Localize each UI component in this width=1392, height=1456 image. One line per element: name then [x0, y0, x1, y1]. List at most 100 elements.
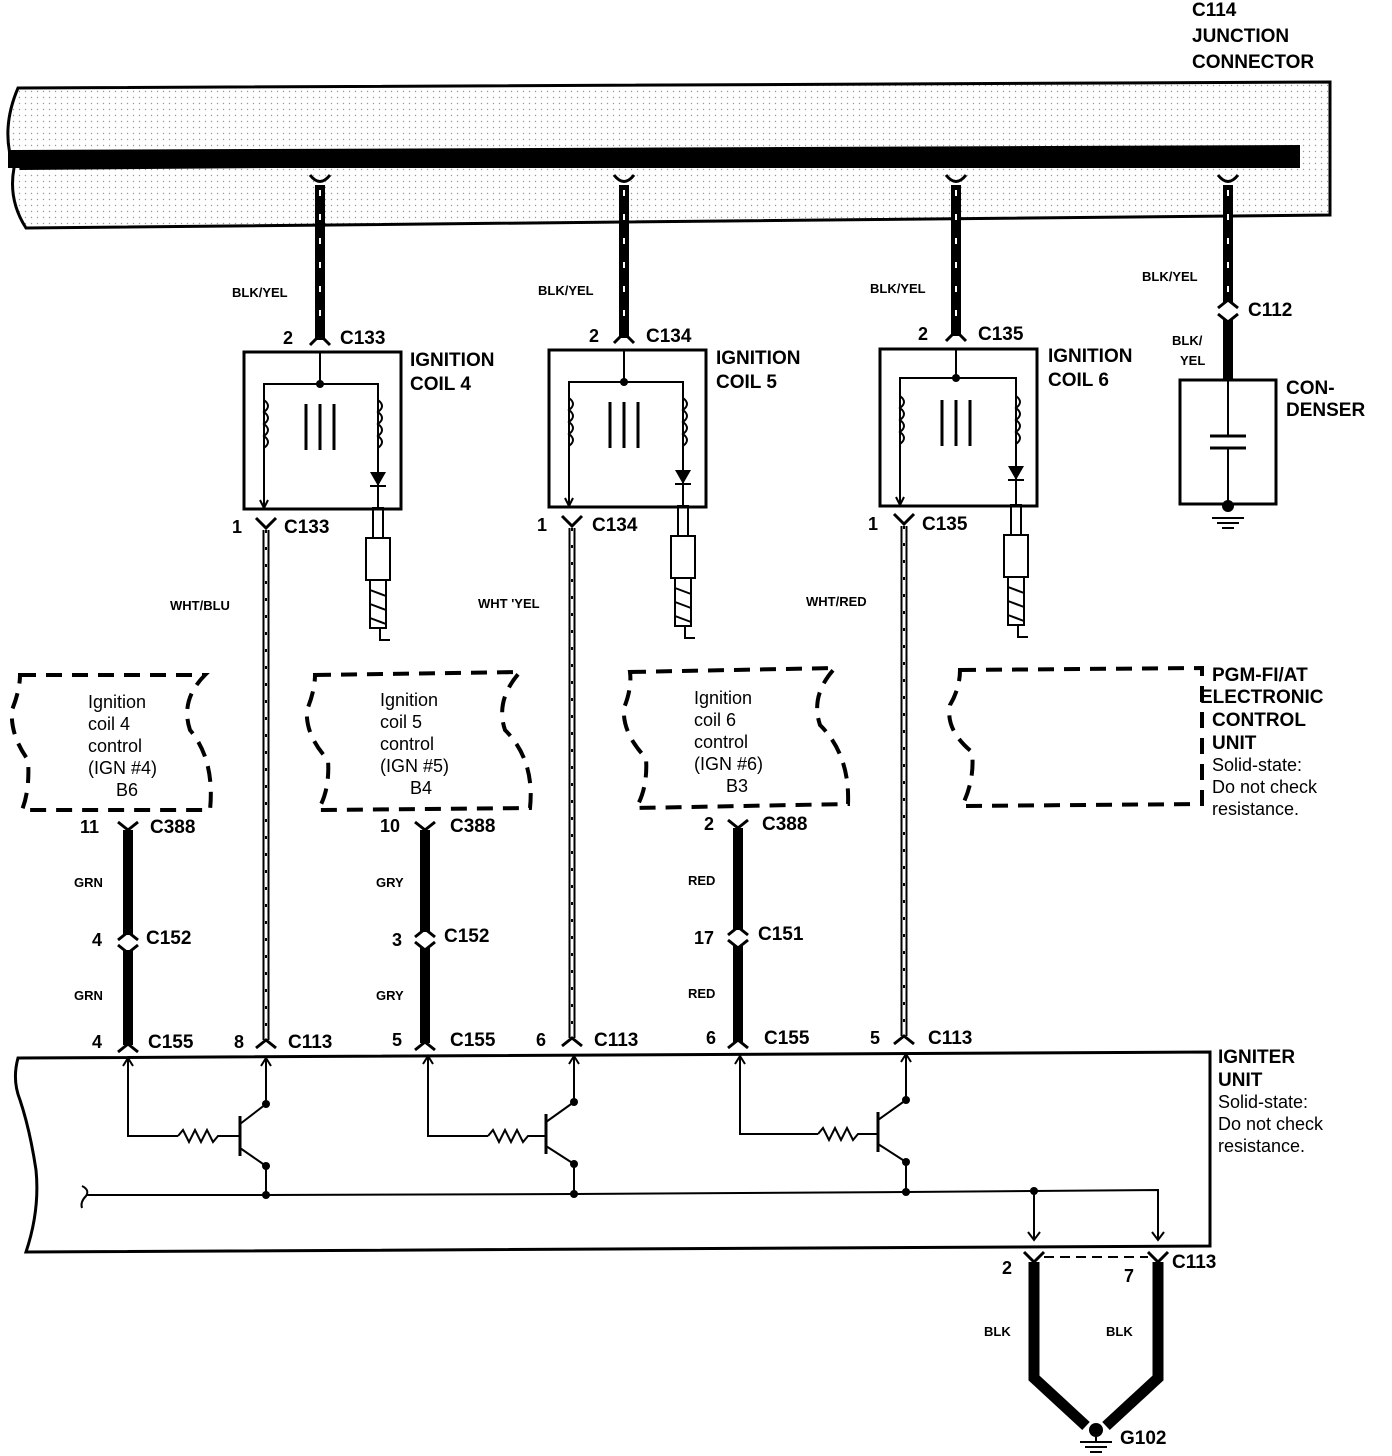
- junction-label-1: C114: [1192, 0, 1237, 21]
- wire-label-condenser-2: YEL: [1180, 353, 1205, 368]
- conn-c134-top: C134: [646, 326, 692, 347]
- ground-icon: [1080, 1436, 1112, 1453]
- coil-6-title-1: IGNITION: [1048, 346, 1132, 367]
- conn-c133-bottom: C133: [284, 517, 329, 538]
- junction-connector: [6, 80, 1332, 230]
- ground-icon: [1212, 517, 1244, 529]
- wire-label-low-6: RED: [688, 986, 715, 1001]
- pin-c113-4: 8: [234, 1032, 244, 1052]
- conn-c113-4: C113: [288, 1032, 332, 1053]
- pin-ground-left: 2: [1002, 1258, 1012, 1278]
- pin-c113-5: 6: [536, 1030, 546, 1050]
- wire-label-condenser-1: BLK/: [1172, 333, 1203, 348]
- conn-c155-5: C155: [450, 1030, 496, 1051]
- junction-label-2: JUNCTION: [1192, 26, 1289, 47]
- igniter-label-2: UNIT: [1218, 1070, 1263, 1091]
- ctl6-line3: control: [694, 732, 748, 752]
- ctl5-line1: Ignition: [380, 690, 438, 710]
- pin-c388-4: 11: [80, 817, 99, 837]
- coil-5-circuit: [304, 174, 708, 1052]
- conn-c135-bottom: C135: [922, 514, 968, 535]
- pin-c155-6: 6: [706, 1028, 716, 1048]
- ctl6-line5: B3: [726, 776, 748, 796]
- conn-mid-6: C151: [758, 924, 804, 945]
- wire-label-supply-5: BLK/YEL: [538, 283, 594, 298]
- junction-label-3: CONNECTOR: [1192, 52, 1314, 73]
- ctl6-line2: coil 6: [694, 710, 736, 730]
- ctl6-line1: Ignition: [694, 688, 752, 708]
- diode-icon: [370, 472, 386, 486]
- ecu-note-3: resistance.: [1212, 799, 1299, 819]
- conn-c133-top: C133: [340, 328, 385, 349]
- wire-label-low-5: GRY: [376, 988, 404, 1003]
- ctl4-line2: coil 4: [88, 714, 130, 734]
- ecu-label-3: CONTROL: [1212, 710, 1306, 731]
- diode-icon: [1008, 466, 1024, 480]
- conn-c155-6: C155: [764, 1028, 810, 1049]
- ground-circuit: [1022, 1250, 1170, 1453]
- wire-label-ground-left: BLK: [984, 1324, 1011, 1339]
- resistor-icon: [177, 1127, 240, 1145]
- ctl5-line5: B4: [410, 778, 432, 798]
- conn-c388-6: C388: [762, 814, 807, 835]
- ctl4-line1: Ignition: [88, 692, 146, 712]
- pin-mid-5: 3: [392, 930, 402, 950]
- ctl4-line4: (IGN #4): [88, 758, 157, 778]
- condenser-label-1: CON-: [1286, 378, 1335, 399]
- wire-label-mid-5: GRY: [376, 875, 404, 890]
- pin-coil4-bottom: 1: [232, 517, 242, 537]
- conn-mid-4: C152: [146, 928, 191, 949]
- ecu-note-2: Do not check: [1212, 777, 1318, 797]
- ignition-coil-6-box: [878, 347, 1039, 508]
- wire-label-supply-6: BLK/YEL: [870, 281, 926, 296]
- pin-c155-5: 5: [392, 1030, 402, 1050]
- pin-c388-5: 10: [380, 816, 400, 836]
- igniter-note-2: Do not check: [1218, 1114, 1324, 1134]
- pin-coil5-top: 2: [589, 326, 599, 346]
- ecu-label-2: ELECTRONIC: [1200, 687, 1324, 708]
- pin-mid-6: 17: [694, 928, 714, 948]
- conn-c388-5: C388: [450, 816, 495, 837]
- spark-plug-icon: [1003, 504, 1029, 638]
- coil-4-circuit: [9, 174, 403, 1054]
- resistor-icon: [487, 1127, 546, 1145]
- igniter-note-1: Solid-state:: [1218, 1092, 1308, 1112]
- ignition-coil-4-control: [9, 673, 213, 812]
- ignition-coil-4-box: [242, 350, 403, 511]
- diode-icon: [675, 470, 691, 484]
- wire-label-low-4: GRN: [74, 988, 103, 1003]
- conn-c113-ground: C113: [1172, 1252, 1216, 1273]
- ecu-box: [947, 665, 1204, 809]
- ignition-coil-5-control: [304, 669, 533, 813]
- ground-g102: G102: [1120, 1428, 1166, 1449]
- conn-c112: C112: [1248, 300, 1292, 321]
- spark-plug-icon: [365, 507, 391, 641]
- igniter-note-3: resistance.: [1218, 1136, 1305, 1156]
- ctl5-line4: (IGN #5): [380, 756, 449, 776]
- igniter-unit: [13, 1050, 1212, 1254]
- ignition-coil-5-box: [547, 348, 708, 509]
- pin-coil5-bottom: 1: [537, 515, 547, 535]
- pin-coil4-top: 2: [283, 328, 293, 348]
- ignition-coil-6-control: [621, 665, 851, 811]
- spark-plug-icon: [670, 505, 696, 639]
- coil-4-title-2: COIL 4: [410, 374, 471, 395]
- wire-label-signal-6: WHT/RED: [806, 594, 867, 609]
- wire-label-condenser-top: BLK/YEL: [1142, 269, 1198, 284]
- coil-5-title-2: COIL 5: [716, 372, 777, 393]
- conn-c113-5: C113: [594, 1030, 638, 1051]
- ctl4-line3: control: [88, 736, 142, 756]
- coil-5-title-1: IGNITION: [716, 348, 800, 369]
- wire-label-signal-5: WHT 'YEL: [478, 596, 540, 611]
- coil-4-title-1: IGNITION: [410, 350, 494, 371]
- coil-secondary-winding: [376, 399, 383, 449]
- pin-coil6-bottom: 1: [868, 514, 878, 534]
- igniter-label-1: IGNITER: [1218, 1047, 1295, 1068]
- pin-c113-6: 5: [870, 1028, 880, 1048]
- condenser-circuit: [1178, 174, 1278, 529]
- wire-label-signal-4: WHT/BLU: [170, 598, 230, 613]
- wire-blk-left: [1028, 1262, 1090, 1431]
- ecu-note-1: Solid-state:: [1212, 755, 1302, 775]
- pin-c388-6: 2: [704, 814, 714, 834]
